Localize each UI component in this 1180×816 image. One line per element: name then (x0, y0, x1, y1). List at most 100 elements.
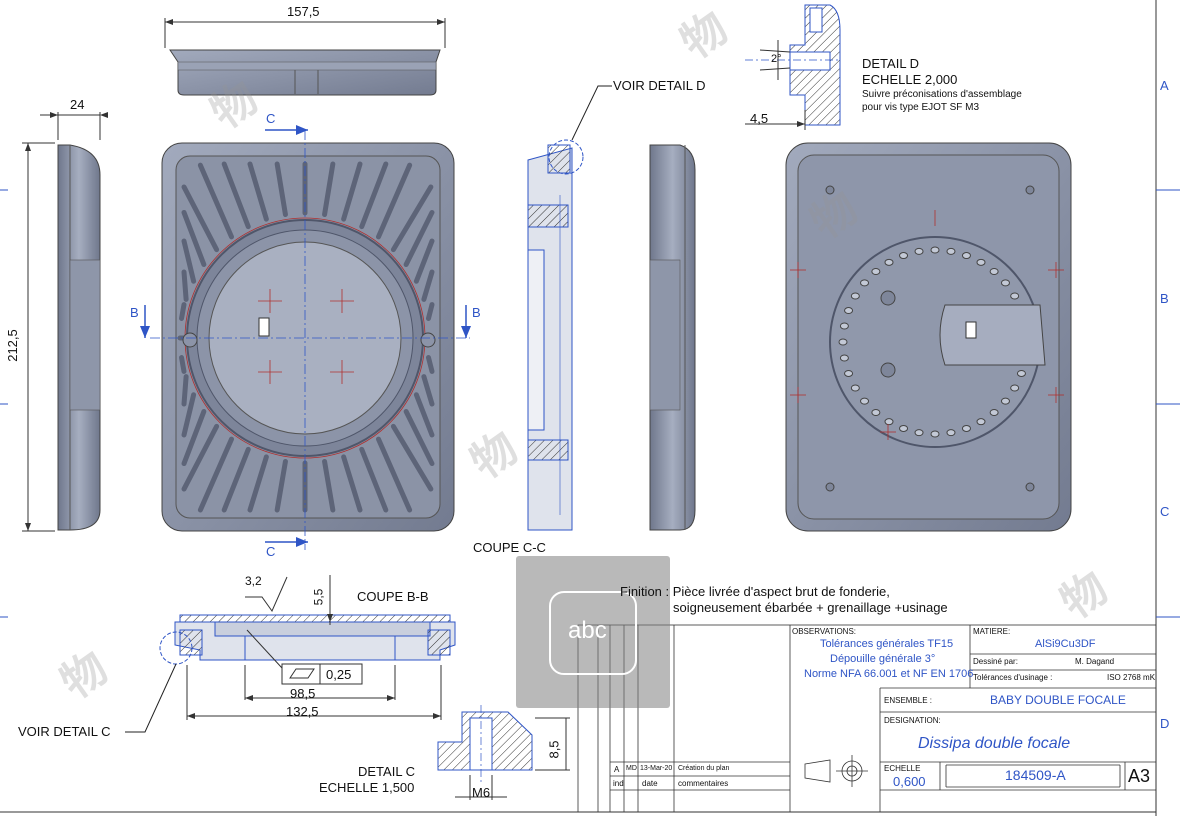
fin (341, 454, 363, 513)
fin (359, 446, 389, 513)
matiere-label: MATIERE: (973, 627, 1011, 636)
section-cc (527, 85, 612, 531)
detail-d-note2: pour vis type EJOT SF M3 (862, 102, 980, 113)
fin (413, 392, 435, 438)
observations-label: OBSERVATIONS: (792, 627, 857, 636)
ring-hole (976, 258, 986, 266)
section-bb (125, 575, 456, 733)
right-side-view (649, 144, 696, 531)
zone-d: D (1160, 716, 1170, 731)
fin (425, 302, 435, 321)
rev-author: MD (626, 765, 637, 772)
fin (274, 161, 288, 218)
detail-c-view (437, 705, 570, 800)
fin (421, 269, 435, 302)
fin (179, 355, 187, 374)
fin (197, 436, 235, 513)
ring-hole (989, 408, 999, 416)
top-view (164, 18, 446, 96)
ring-hole (961, 252, 971, 260)
depth-value: 5,5 (311, 588, 326, 606)
ring-hole (961, 424, 971, 432)
section-c-label-top: C (266, 111, 276, 126)
coupe-cc-label: COUPE C-C (473, 540, 546, 555)
ring-hole (860, 397, 870, 405)
format-size: A3 (1128, 766, 1151, 786)
ring-hole (930, 246, 940, 254)
ring-hole (914, 429, 924, 437)
fin (181, 269, 189, 302)
ring-hole (1000, 279, 1010, 287)
dim-side-thickness: 24 (70, 97, 85, 112)
detail-d-dim: 4,5 (750, 111, 769, 126)
ring-hole (860, 279, 870, 287)
ring-hole (838, 338, 848, 346)
echelle-value: 0,600 (893, 774, 926, 789)
fin (322, 458, 336, 513)
fin (403, 408, 435, 467)
ring-hole (850, 384, 860, 392)
ring-hole (899, 252, 909, 260)
rev-letter: A (614, 765, 620, 774)
section-c-label-bottom: C (266, 544, 276, 559)
front-view (140, 125, 471, 550)
ensemble-value: BABY DOUBLE FOCALE (990, 693, 1126, 707)
detail-c-title: DETAIL C (358, 764, 416, 779)
finition-line2: soigneusement ébarbée + grenaillage +usi… (673, 600, 948, 615)
fin (197, 162, 235, 240)
holes-ring (838, 246, 1032, 438)
ring-hole (976, 418, 986, 426)
fin (247, 161, 269, 222)
coupe-bb-label: COUPE B-B (357, 589, 429, 604)
voir-detail-c-label: VOIR DETAIL C (18, 724, 111, 739)
back-view (785, 142, 1072, 532)
dim-outer-width: 132,5 (286, 704, 319, 719)
fin (181, 423, 220, 492)
detail-d-note1: Suivre préconisations d'assemblage (862, 89, 1022, 100)
section-b-label-left: B (130, 305, 139, 320)
projection-symbol (804, 755, 868, 787)
ring-hole (844, 307, 854, 315)
zone-a: A (1160, 78, 1169, 93)
col-ind: ind (613, 779, 624, 788)
fin (181, 392, 197, 438)
ring-hole (884, 418, 894, 426)
ensemble-label: ENSEMBLE : (884, 696, 933, 705)
fin (274, 458, 288, 513)
ring-hole (899, 424, 909, 432)
fin (375, 162, 413, 240)
ring-hole (850, 292, 860, 300)
observation-1: Tolérances générales TF15 (820, 638, 954, 650)
echelle-label: ECHELLE (884, 764, 921, 773)
cooling-fins (177, 161, 435, 513)
voir-detail-d-label: VOIR DETAIL D (613, 78, 706, 93)
col-date: date (642, 779, 658, 788)
detail-d-title: DETAIL D (862, 56, 920, 71)
dim-top-width: 157,5 (287, 4, 320, 19)
overlay-icon-frame (549, 591, 637, 675)
ring-hole (946, 247, 956, 255)
zone-c: C (1160, 504, 1170, 519)
fin (181, 374, 189, 407)
fin (181, 184, 220, 253)
ring-hole (930, 430, 940, 438)
ring-hole (946, 429, 956, 437)
rev-comment: Création du plan (678, 765, 730, 772)
observation-2: Dépouille générale 3° (830, 653, 936, 665)
ring-hole (871, 408, 881, 416)
flatness-value: 0,25 (326, 667, 352, 682)
fin (425, 355, 435, 374)
fin (322, 161, 336, 218)
ring-hole (839, 322, 849, 330)
abc-button[interactable]: abc (568, 617, 607, 644)
ring-hole (1000, 397, 1010, 405)
ring-hole (1010, 292, 1020, 300)
dessine-label: Dessiné par: (973, 657, 1018, 666)
fin (421, 374, 435, 407)
rev-date: 13-Mar-20 (640, 765, 673, 772)
detail-d-scale: ECHELLE 2,000 (862, 72, 958, 87)
left-side-view (22, 112, 108, 532)
fin (359, 161, 389, 230)
fin (390, 423, 434, 492)
